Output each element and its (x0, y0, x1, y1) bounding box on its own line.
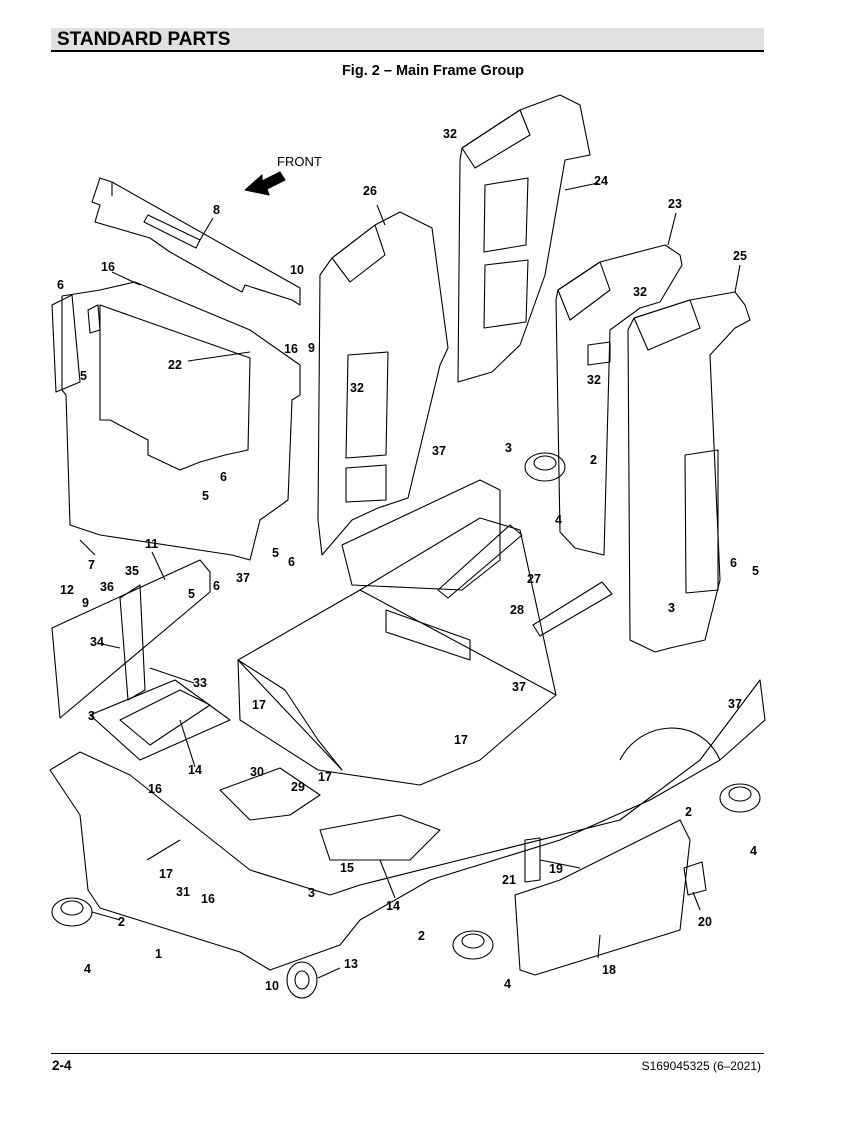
callout-9: 9 (82, 596, 89, 610)
part-11-side-panel (51, 559, 211, 719)
callout-17: 17 (454, 733, 468, 747)
callout-37: 37 (236, 571, 250, 585)
callout-32: 32 (587, 373, 601, 387)
callout-5: 5 (752, 564, 759, 578)
callout-3: 3 (88, 709, 95, 723)
part-callouts: 1 2 2 2 2 3 3 3 3 4 4 4 4 5 5 5 5 5 6 6 … (57, 127, 759, 993)
page-number: 2-4 (52, 1058, 72, 1073)
callout-2: 2 (685, 805, 692, 819)
callout-36: 36 (100, 580, 114, 594)
callout-32: 32 (633, 285, 647, 299)
callout-30: 30 (250, 765, 264, 779)
callout-6: 6 (730, 556, 737, 570)
callout-14: 14 (188, 763, 202, 777)
callout-37: 37 (728, 697, 742, 711)
callout-32: 32 (443, 127, 457, 141)
callout-3: 3 (308, 886, 315, 900)
callout-26: 26 (363, 184, 377, 198)
section-title: STANDARD PARTS (57, 29, 231, 50)
callout-2: 2 (118, 915, 125, 929)
callout-10: 10 (265, 979, 279, 993)
callout-3: 3 (668, 601, 675, 615)
section-header: STANDARD PARTS (51, 28, 764, 52)
callout-28: 28 (510, 603, 524, 617)
callout-5: 5 (202, 489, 209, 503)
part-27-bar (437, 524, 523, 599)
part-34-strap (119, 584, 146, 701)
callout-4: 4 (555, 513, 562, 527)
part-18-door (514, 819, 691, 976)
callout-16: 16 (201, 892, 215, 906)
callout-22: 22 (168, 358, 182, 372)
callout-5: 5 (80, 369, 87, 383)
part-8-brace (91, 177, 301, 306)
callout-37: 37 (512, 680, 526, 694)
callout-6: 6 (57, 278, 64, 292)
callout-17: 17 (159, 867, 173, 881)
front-arrow-icon (244, 171, 286, 196)
callout-12: 12 (60, 583, 74, 597)
part-23-upright (555, 244, 683, 556)
callout-33: 33 (193, 676, 207, 690)
callout-5: 5 (188, 587, 195, 601)
callout-25: 25 (733, 249, 747, 263)
part-6-bracket (51, 294, 81, 393)
callout-16: 16 (284, 342, 298, 356)
footer-rule (51, 1053, 764, 1054)
callout-32: 32 (350, 381, 364, 395)
callout-23: 23 (668, 197, 682, 211)
caster-wheel-2-rear (524, 452, 566, 482)
part-24-upright (457, 94, 591, 383)
caster-wheel-2-front (452, 930, 494, 960)
callout-17: 17 (318, 770, 332, 784)
part-20-latch (683, 861, 707, 896)
callout-24: 24 (594, 174, 608, 188)
part-13-wheel (286, 961, 318, 999)
callout-18: 18 (602, 963, 616, 977)
front-label: FRONT (277, 154, 322, 169)
callout-37: 37 (432, 444, 446, 458)
part-26-upright (317, 211, 449, 556)
callout-16: 16 (101, 260, 115, 274)
callout-6: 6 (288, 555, 295, 569)
callout-19: 19 (549, 862, 563, 876)
callout-3: 3 (505, 441, 512, 455)
callout-11: 11 (145, 537, 158, 551)
callout-27: 27 (527, 572, 541, 586)
callout-21: 21 (502, 873, 516, 887)
document-number: S169045325 (6–2021) (641, 1059, 761, 1073)
callout-35: 35 (125, 564, 139, 578)
figure-title: Fig. 2 – Main Frame Group (341, 63, 525, 79)
callout-15: 15 (340, 861, 354, 875)
part-25-upright (627, 291, 751, 653)
callout-8: 8 (213, 203, 220, 217)
caster-wheel-2-right (719, 783, 761, 813)
callout-6: 6 (213, 579, 220, 593)
part-7-rear-panel (61, 281, 301, 561)
callout-2: 2 (590, 453, 597, 467)
callout-5: 5 (272, 546, 279, 560)
caster-wheel-2-left (51, 897, 93, 927)
callout-17: 17 (252, 698, 266, 712)
callout-14: 14 (386, 899, 400, 913)
callout-9: 9 (308, 341, 315, 355)
callout-4: 4 (750, 844, 757, 858)
callout-10: 10 (290, 263, 304, 277)
exploded-parts-diagram: FRONT 1 2 2 2 2 3 3 3 3 4 4 4 4 5 5 5 5 … (49, 94, 766, 999)
callout-6: 6 (220, 470, 227, 484)
callout-34: 34 (90, 635, 104, 649)
callout-1: 1 (155, 947, 162, 961)
callout-13: 13 (344, 957, 358, 971)
part-1-chassis (49, 679, 766, 971)
callout-2: 2 (418, 929, 425, 943)
callout-29: 29 (291, 780, 305, 794)
part-19-bracket (524, 837, 541, 883)
callout-4: 4 (504, 977, 511, 991)
callout-31: 31 (176, 885, 190, 899)
main-frame-top (237, 517, 557, 786)
callout-7: 7 (88, 558, 95, 572)
callout-4: 4 (84, 962, 91, 976)
callout-16: 16 (148, 782, 162, 796)
callout-20: 20 (698, 915, 712, 929)
